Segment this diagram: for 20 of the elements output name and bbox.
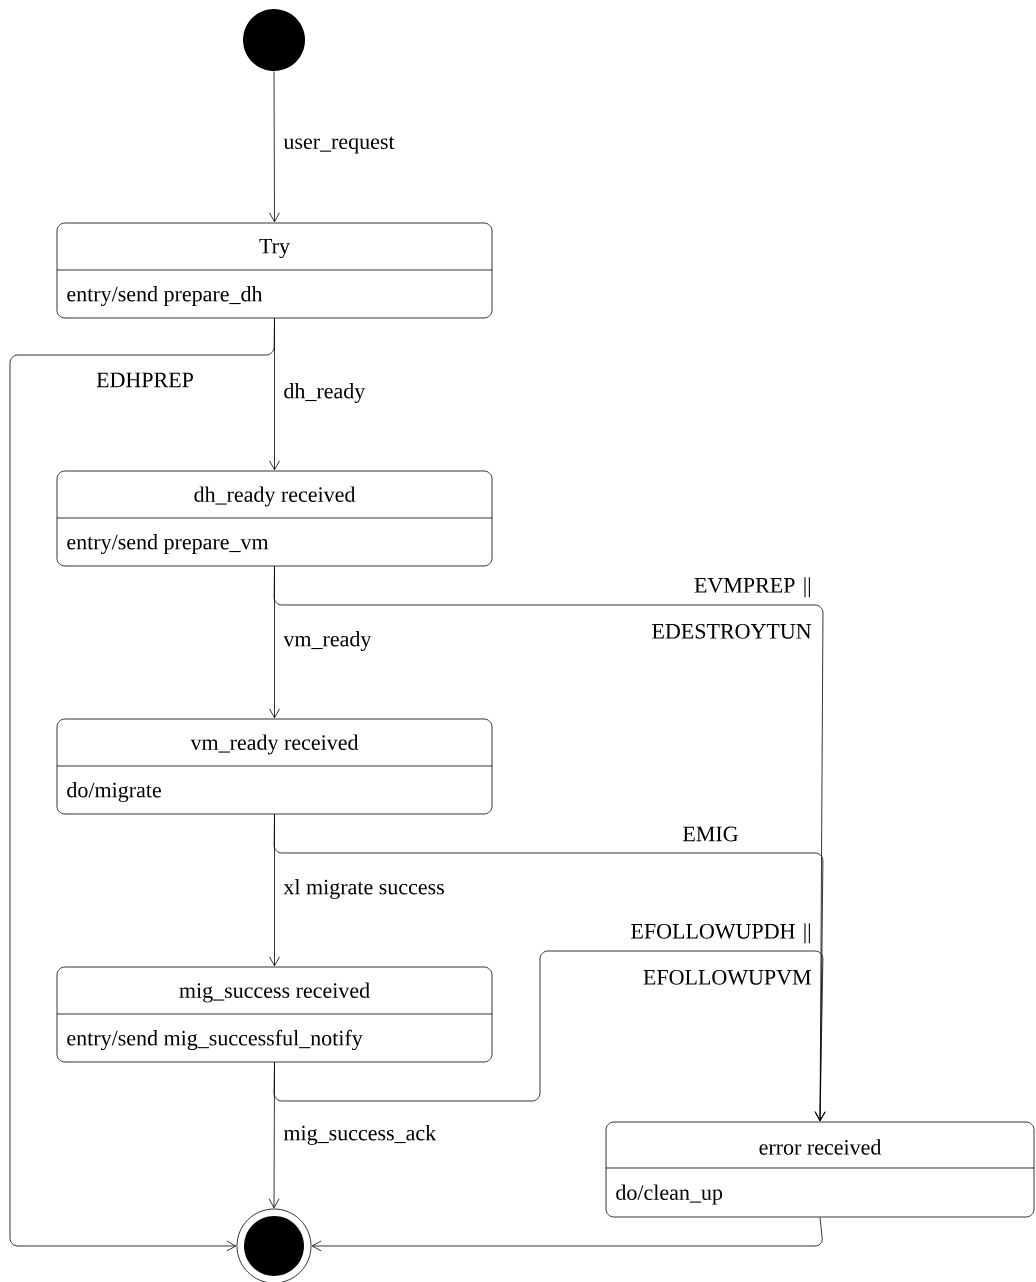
edge-label: EVMPREP || EDESTROYTUN	[652, 577, 812, 639]
state-box: Try entry/send prepare_dh	[56, 222, 493, 319]
state-box: mig_success received entry/send mig_successful_notify	[56, 966, 493, 1063]
edge-label: EMIG	[683, 826, 738, 842]
edge-label: mig_success_ack	[283, 1125, 437, 1145]
initial-state	[243, 9, 305, 71]
state-box: dh_ready received entry/send prepare_vm	[56, 470, 493, 567]
arrow	[273, 950, 826, 1122]
edge-label: xl migrate success	[283, 879, 444, 899]
edge-label: dh_ready	[284, 383, 366, 403]
arrow	[9, 318, 275, 1252]
edge-label: vm_ready	[283, 631, 372, 651]
arrow	[311, 1217, 823, 1252]
final-state	[236, 1208, 312, 1282]
edge-label: EDHPREP	[96, 372, 193, 388]
state-box: error received do/clean_up	[605, 1121, 1035, 1218]
arrow	[269, 70, 280, 223]
edge-label: EFOLLOWUPDH || EFOLLOWUPVM	[631, 923, 811, 985]
edge-label: user_request	[283, 136, 395, 154]
state-box: vm_ready received do/migrate	[56, 718, 493, 815]
